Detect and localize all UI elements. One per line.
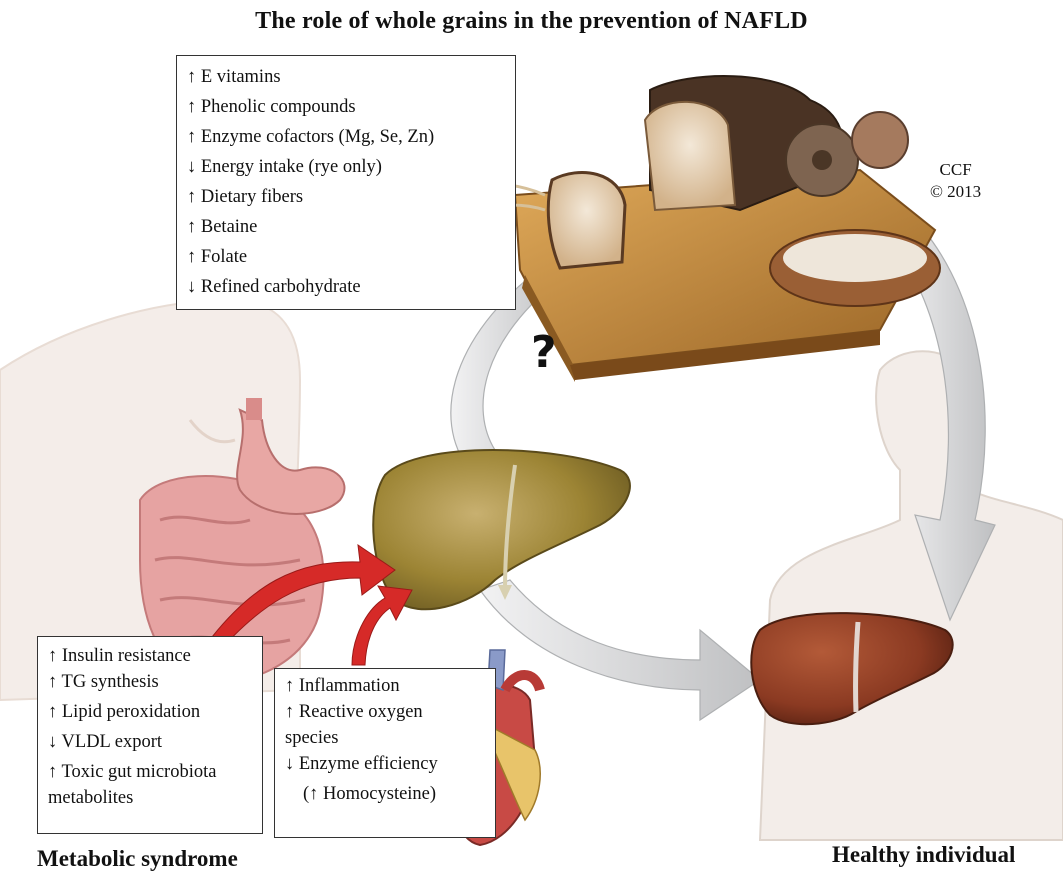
inflammation-effects-box: ↑ Inflammation ↑ Reactive oxygen species… xyxy=(274,668,496,838)
metabolic-effect-item: ↑ TG synthesis xyxy=(48,669,252,695)
grain-effect-item: ↑ Dietary fibers xyxy=(187,182,505,212)
metabolic-syndrome-caption: Metabolic syndrome xyxy=(37,846,238,872)
metabolic-effect-item: ↓ VLDL export xyxy=(48,729,252,755)
grain-effect-item: ↑ Folate xyxy=(187,242,505,272)
metabolic-effect-item: ↑ Lipid peroxidation xyxy=(48,699,252,725)
metabolic-effects-box: ↑ Insulin resistance ↑ TG synthesis ↑ Li… xyxy=(37,636,263,834)
inflammation-effect-item: (↑ Homocysteine) xyxy=(285,781,485,807)
healthy-individual-caption: Healthy individual xyxy=(832,842,1015,868)
grain-effect-item: ↑ Enzyme cofactors (Mg, Se, Zn) xyxy=(187,122,505,152)
metabolic-effect-item: ↑ Insulin resistance xyxy=(48,643,252,669)
diagram-title: The role of whole grains in the preventi… xyxy=(0,8,1063,35)
question-mark: ? xyxy=(531,327,557,378)
whole-grain-effects-box: ↑ E vitamins ↑ Phenolic compounds ↑ Enzy… xyxy=(176,55,516,310)
grain-effect-item: ↑ Phenolic compounds xyxy=(187,92,505,122)
copyright-notice: CCF © 2013 xyxy=(930,159,981,203)
copyright-line-2: © 2013 xyxy=(930,181,981,203)
healthy-body-figure xyxy=(760,351,1063,840)
grain-effect-item: ↓ Refined carbohydrate xyxy=(187,272,505,302)
inflammation-effect-item: ↑ Inflammation xyxy=(285,673,485,699)
copyright-line-1: CCF xyxy=(930,159,981,181)
fatty-liver-illustration xyxy=(373,450,630,609)
inflammation-effect-item: ↓ Enzyme efficiency xyxy=(285,751,485,777)
metabolic-effect-item: ↑ Toxic gut microbiota metabolites xyxy=(48,759,252,811)
grain-effect-item: ↑ Betaine xyxy=(187,212,505,242)
inflammation-effect-item: ↑ Reactive oxygen species xyxy=(285,699,455,751)
grain-effect-item: ↑ E vitamins xyxy=(187,62,505,92)
grain-effect-item: ↓ Energy intake (rye only) xyxy=(187,152,505,182)
